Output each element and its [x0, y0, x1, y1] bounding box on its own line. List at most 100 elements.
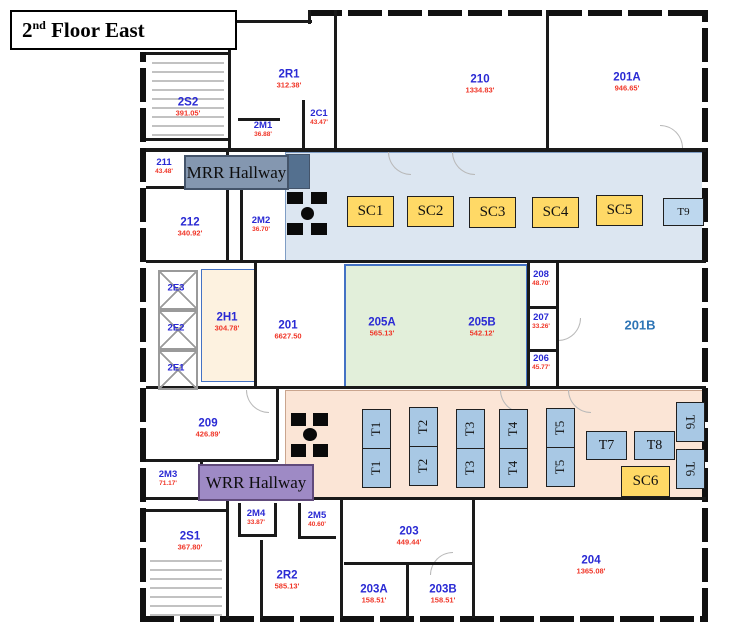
pillar-marker-round — [303, 428, 317, 441]
wall — [226, 148, 229, 262]
wall — [340, 500, 343, 618]
wall — [240, 188, 243, 261]
room-label-2e1: 2E1 — [167, 362, 185, 374]
equipment-sc2: SC2 — [407, 196, 454, 227]
equipment-sc5: SC5 — [596, 195, 643, 226]
pillar-marker-round — [301, 207, 314, 220]
wall — [146, 52, 230, 55]
wall — [276, 388, 279, 460]
equipment-t4b: T4 — [499, 448, 528, 488]
wall — [702, 10, 708, 622]
wall — [140, 52, 146, 622]
wall — [406, 562, 409, 618]
pillar-marker — [291, 413, 306, 426]
page-title: 2nd Floor East — [22, 17, 145, 42]
wall — [146, 138, 228, 141]
wall — [254, 262, 257, 387]
equipment-sc1: SC1 — [347, 196, 394, 227]
wall — [298, 536, 336, 539]
room-label-201b: 201B — [624, 317, 656, 333]
wall — [228, 20, 231, 150]
wall — [228, 20, 312, 23]
equipment-t2a: T2 — [409, 407, 438, 447]
wall — [298, 503, 301, 537]
pillar-marker — [287, 192, 303, 204]
door-arc — [246, 390, 269, 413]
equipment-t3a: T3 — [456, 409, 485, 449]
wall — [146, 497, 706, 500]
equipment-sc6: SC6 — [621, 466, 670, 497]
title-box: 2nd Floor East — [10, 10, 237, 50]
mrr-hallway-chip — [286, 154, 310, 189]
stairs-2s1 — [150, 554, 222, 616]
equipment-t7: T7 — [586, 431, 627, 460]
wrr-hallway-label: WRR Hallway — [198, 464, 314, 501]
equipment-sc3: SC3 — [469, 197, 516, 228]
equipment-t6b: T6 — [676, 449, 705, 489]
equipment-t2b: T2 — [409, 446, 438, 486]
pillar-marker — [313, 444, 328, 457]
equipment-t8: T8 — [634, 431, 675, 460]
wall — [308, 10, 311, 24]
wall — [527, 349, 557, 352]
wall — [146, 509, 228, 512]
mrr-hallway-label-text: MRR Hallway — [186, 162, 287, 182]
wall — [146, 386, 706, 389]
pillar-marker — [311, 192, 327, 204]
equipment-t4a: T4 — [499, 409, 528, 449]
wall — [226, 500, 229, 618]
pillar-marker — [311, 223, 327, 235]
mrr-hallway-label: MRR Hallway — [184, 155, 289, 190]
equipment-t6a: T6 — [676, 402, 705, 442]
door-arc — [660, 125, 683, 148]
wall — [302, 100, 305, 148]
elevator-2e2 — [158, 310, 198, 350]
elevator-2e1 — [158, 350, 198, 390]
wall — [308, 10, 706, 16]
wall — [527, 306, 557, 309]
wall — [140, 616, 708, 622]
wall — [546, 10, 549, 150]
stairs-2s2 — [152, 58, 224, 136]
equipment-t5b: T5 — [546, 447, 575, 487]
wall — [238, 118, 280, 121]
pillar-marker — [291, 444, 306, 457]
wall — [472, 500, 475, 618]
wall — [238, 503, 241, 535]
wall — [527, 262, 530, 386]
wrr-hallway-label-text: WRR Hallway — [205, 472, 307, 492]
equipment-sc4: SC4 — [532, 197, 579, 228]
wall — [238, 534, 277, 537]
wall — [146, 459, 278, 462]
wall — [260, 540, 263, 618]
wall — [274, 503, 277, 535]
equipment-t5a: T5 — [546, 408, 575, 448]
wall — [334, 10, 337, 150]
equipment-t9: T9 — [663, 198, 704, 226]
